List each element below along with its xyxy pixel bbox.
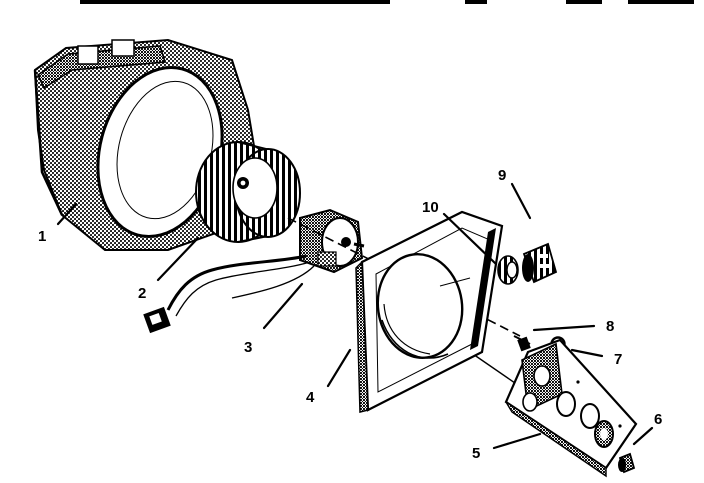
cap-nut <box>618 452 636 474</box>
callout-5: 5 <box>472 445 480 462</box>
callout-2: 2 <box>138 285 146 302</box>
callout-4: 4 <box>306 389 315 406</box>
callout-7: 7 <box>614 351 622 368</box>
callout-9: 9 <box>498 167 506 184</box>
callout-8: 8 <box>606 318 614 335</box>
callout-10: 10 <box>422 199 439 216</box>
cropped-title-remnant <box>80 0 694 4</box>
motor-cover <box>522 242 558 284</box>
callout-1: 1 <box>38 228 46 245</box>
callout-6: 6 <box>654 411 662 428</box>
electrical-box-bracket <box>504 338 638 478</box>
blower-wheel <box>195 141 301 243</box>
leader-lines <box>56 182 654 450</box>
blower-motor <box>143 208 365 334</box>
screw-stud <box>513 335 531 352</box>
grommet-bushing <box>497 255 519 285</box>
mounting-plate <box>355 210 504 413</box>
callout-3: 3 <box>244 339 252 356</box>
